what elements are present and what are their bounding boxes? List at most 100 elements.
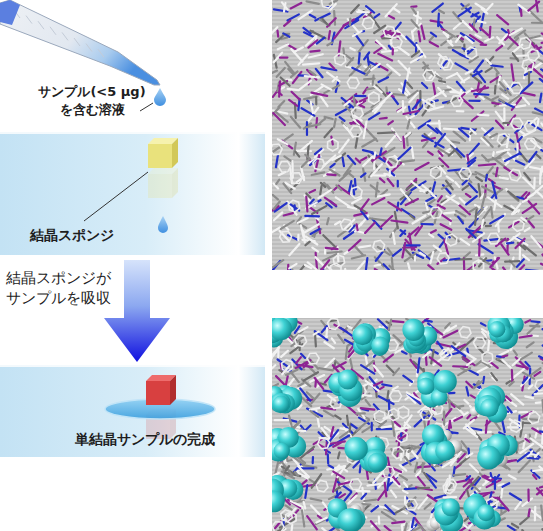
molecular-bond (537, 488, 543, 498)
molecular-bond (356, 412, 364, 414)
molecular-bond (335, 416, 340, 419)
molecular-bond (327, 43, 332, 46)
molecular-bond (314, 332, 319, 335)
molecular-bond (366, 400, 370, 406)
molecular-bond (304, 97, 317, 99)
molecular-bond (482, 220, 484, 228)
molecular-bond (393, 387, 398, 390)
molecular-bond (298, 466, 309, 477)
molecular-bond (431, 33, 436, 37)
molecular-bond (528, 195, 533, 198)
molecular-bond (425, 503, 431, 508)
molecular-bond (288, 89, 299, 90)
molecular-bond (524, 173, 530, 180)
molecular-bond (275, 419, 289, 421)
molecular-bond (305, 215, 319, 218)
molecular-bond (488, 197, 502, 207)
molecular-bond (299, 327, 308, 332)
molecular-bond (507, 242, 513, 245)
molecular-bond (447, 73, 457, 78)
molecular-bond (541, 264, 543, 270)
molecular-bond (387, 73, 391, 77)
aromatic-ring (290, 173, 302, 183)
aromatic-ring (386, 157, 398, 168)
molecular-bond (483, 377, 484, 383)
molecular-bond (405, 133, 410, 137)
molecular-bond (393, 232, 395, 243)
molecular-bond (338, 335, 344, 343)
molecular-bond (478, 209, 483, 215)
molecular-bond (301, 397, 311, 406)
molecular-bond (460, 492, 465, 499)
molecular-bond (387, 65, 400, 75)
molecular-bond (307, 392, 314, 398)
molecular-bond (505, 260, 519, 263)
molecular-bond (470, 24, 477, 32)
pipette-texture (86, 44, 92, 52)
molecular-bond (513, 210, 519, 214)
molecular-bond (277, 68, 285, 77)
aromatic-ring (330, 263, 341, 270)
molecular-bond (376, 40, 386, 49)
liquid-drop (154, 88, 166, 106)
space-filling-atom (489, 321, 506, 338)
molecular-bond (466, 476, 470, 480)
molecular-bond (523, 419, 539, 420)
molecular-bond (380, 178, 384, 182)
molecular-bond (456, 211, 465, 216)
background-stripe (272, 477, 543, 478)
molecular-bond (310, 190, 316, 193)
molecular-bond (539, 356, 543, 359)
aromatic-ring (350, 479, 362, 490)
molecular-bond (362, 139, 376, 147)
molecular-bond (496, 168, 497, 176)
molecular-bond (329, 64, 334, 69)
molecular-bond (404, 523, 407, 531)
molecular-bond (375, 269, 382, 270)
molecular-bond (458, 217, 463, 224)
aromatic-ring (307, 353, 319, 364)
molecular-bond (420, 189, 427, 192)
molecular-bond (416, 487, 432, 490)
molecular-bond (519, 411, 527, 414)
molecular-bond (490, 362, 498, 368)
molecular-bond (454, 417, 462, 421)
leader-line (140, 103, 153, 111)
molecular-bond (414, 446, 418, 449)
aromatic-ring (340, 219, 352, 230)
molecular-bond (432, 4, 443, 12)
aromatic-ring (511, 118, 523, 129)
molecular-bond (315, 378, 324, 389)
molecular-bond (343, 158, 344, 166)
molecular-bond (317, 38, 325, 44)
molecular-bond (339, 171, 350, 181)
aromatic-ring (437, 253, 449, 264)
molecular-bond (400, 465, 407, 471)
molecular-bond (511, 64, 513, 80)
molecular-bond (429, 36, 433, 40)
molecular-bond (318, 190, 331, 198)
molecular-bond (469, 370, 478, 375)
aromatic-ring (473, 260, 483, 270)
molecular-bond (294, 47, 303, 52)
molecular-bond (295, 472, 298, 476)
molecular-bond (542, 33, 543, 39)
molecular-bond (439, 81, 445, 82)
molecular-bond (347, 58, 353, 66)
molecular-bond (482, 476, 491, 480)
molecular-bond (336, 185, 341, 190)
molecular-bond (284, 21, 290, 26)
molecular-bond (346, 347, 348, 359)
molecular-bond (527, 489, 529, 500)
pipette (0, 0, 160, 85)
aromatic-ring (535, 379, 543, 390)
molecular-bond (443, 331, 457, 338)
molecular-bond (466, 229, 475, 238)
molecular-bond (500, 100, 514, 107)
space-filling-atom (273, 396, 290, 413)
molecular-bond (421, 216, 432, 222)
molecular-bond (307, 1, 319, 4)
molecular-bond (355, 34, 363, 45)
aromatic-ring (351, 187, 362, 199)
molecular-bond (415, 226, 422, 235)
